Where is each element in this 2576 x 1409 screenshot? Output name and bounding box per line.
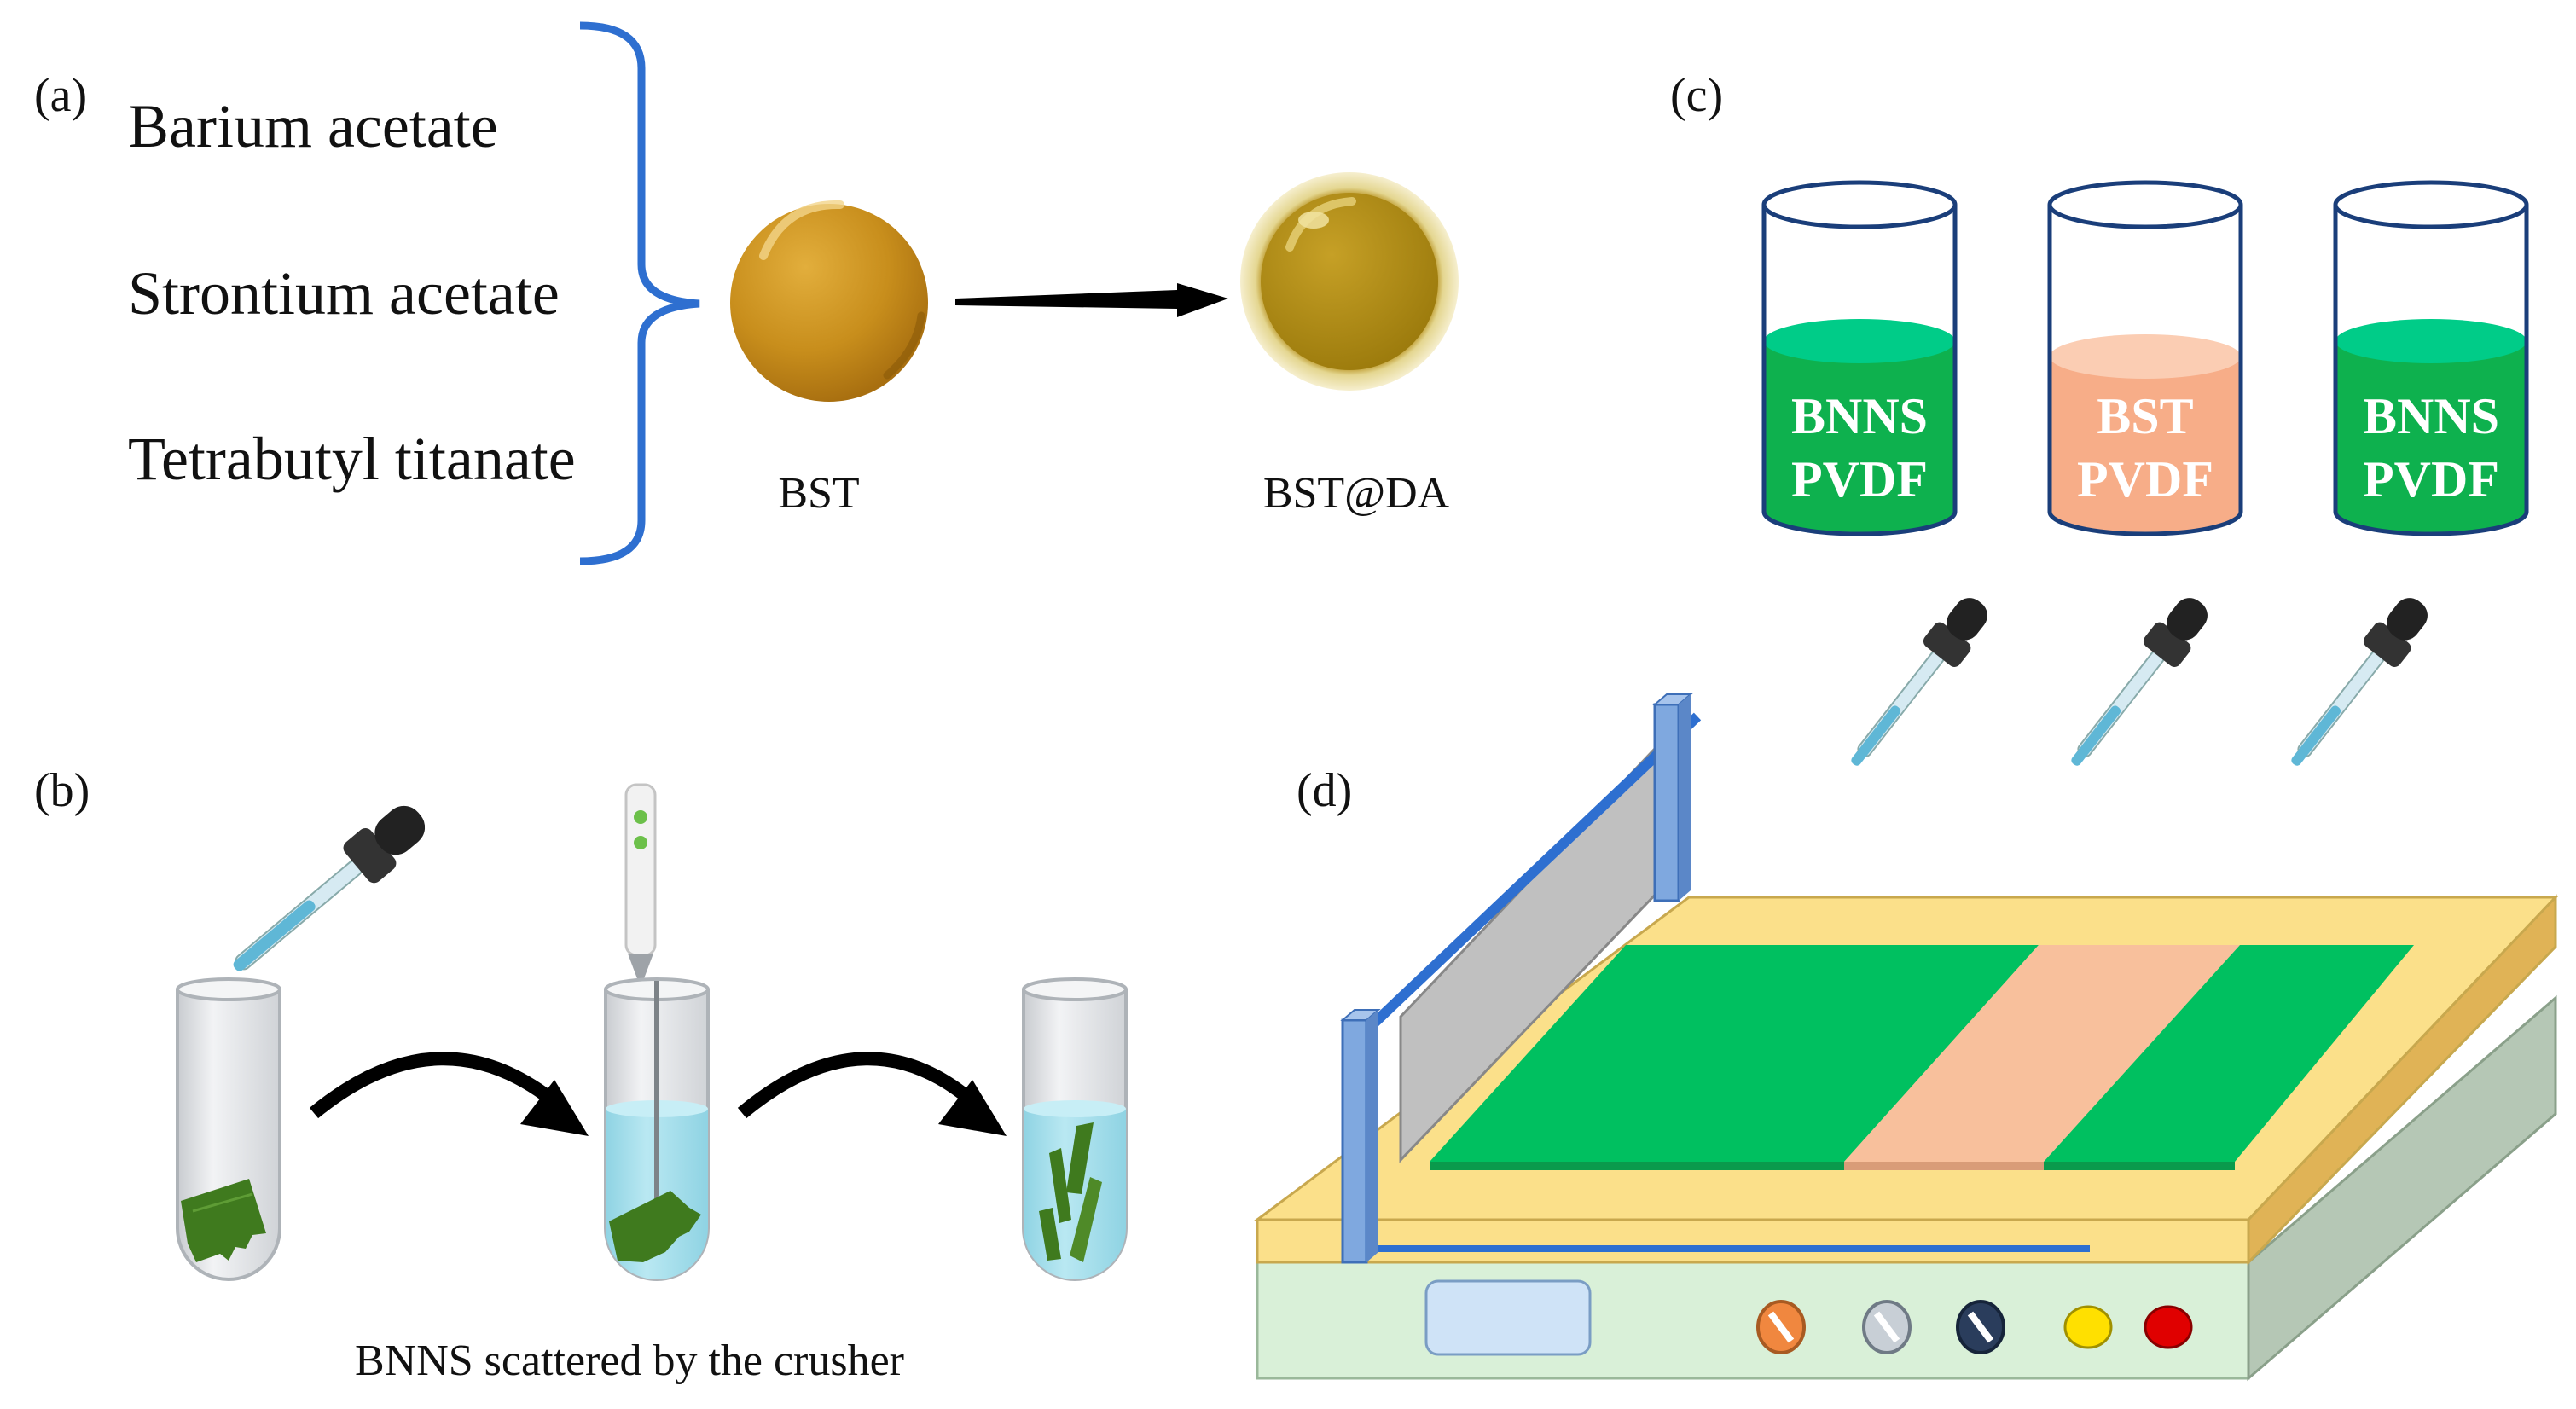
dropper-icon: [233, 805, 426, 971]
beaker-2-line2: PVDF: [2077, 451, 2213, 507]
film-edge-middle: [1844, 1162, 2044, 1170]
bnns-flake: [181, 1179, 266, 1262]
panel-d: (d): [1253, 693, 2559, 1382]
panel-a: (a) Barium acetate Strontium acetate Tet…: [34, 21, 1459, 565]
test-tube-3: [1022, 977, 1128, 1281]
dropper-icon: [2071, 598, 2208, 766]
knob-gray-icon[interactable]: [1862, 1300, 1912, 1354]
bnns-fragment: [1049, 1148, 1071, 1223]
dropper-icon: [2291, 598, 2428, 766]
panel-d-label: (d): [1297, 764, 1352, 817]
arrow-2-head: [938, 1080, 1007, 1136]
reagent-barium-acetate: Barium acetate: [128, 92, 498, 160]
coater-base-side: [2247, 994, 2557, 1382]
panel-b: (b): [34, 764, 1128, 1385]
panel-b-caption: BNNS scattered by the crusher: [355, 1337, 904, 1385]
beaker-1-line2: PVDF: [1791, 451, 1928, 507]
arrow-1-head: [520, 1080, 589, 1136]
film-edge-right: [2044, 1162, 2235, 1170]
bstda-label: BST@DA: [1263, 469, 1450, 518]
film-edge-left: [1430, 1162, 1844, 1170]
yellow-button[interactable]: [2063, 1305, 2113, 1349]
reagent-tetrabutyl-titanate: Tetrabutyl titanate: [128, 425, 576, 493]
coater-table-front: [1256, 1218, 2250, 1264]
bnns-fragment: [1066, 1122, 1094, 1194]
test-tube-1: [176, 977, 281, 1281]
bstda-particle: [1240, 172, 1459, 391]
reagent-strontium-acetate: Strontium acetate: [128, 259, 560, 328]
red-button[interactable]: [2144, 1305, 2193, 1349]
dropper-icon: [1851, 598, 1987, 766]
bst-label: BST: [778, 469, 859, 518]
bst-particle: [730, 200, 928, 402]
bnns-fragment: [1039, 1208, 1061, 1261]
beaker-2-line1: BST: [2097, 388, 2193, 444]
beaker-3-line1: BNNS: [2363, 388, 2499, 444]
film-bnns-right: [2044, 945, 2414, 1162]
post-back: [1652, 693, 1693, 902]
arrow-bst-to-bstda: [955, 283, 1228, 317]
bnns-flake: [609, 1191, 701, 1262]
panel-c-label: (c): [1670, 69, 1723, 122]
panel-c: (c) BNNS PVDF BST PVDF BNNS PVDF: [1670, 69, 2529, 766]
post-front: [1340, 1009, 1381, 1264]
scraper-arm: [1361, 712, 1702, 1036]
panel-b-label: (b): [34, 764, 90, 817]
knob-orange-icon[interactable]: [1756, 1300, 1806, 1354]
test-tube-2: [604, 977, 710, 1281]
knob-navy-icon[interactable]: [1956, 1300, 2005, 1354]
beaker-bnns-pvdf-2: BNNS PVDF: [2333, 180, 2529, 536]
coater-table-side: [2247, 894, 2557, 1266]
film-bst-middle: [1844, 945, 2240, 1162]
film-bnns-left: [1430, 945, 2039, 1162]
panel-a-label: (a): [34, 69, 87, 122]
beaker-bst-pvdf: BST PVDF: [2047, 180, 2243, 536]
guide-rail: [1373, 1245, 2090, 1252]
beaker-1-line1: BNNS: [1791, 388, 1928, 444]
curly-bracket: [579, 21, 700, 565]
bnns-fragment: [1070, 1177, 1102, 1262]
arrow-1: [309, 1052, 568, 1119]
beaker-3-line2: PVDF: [2363, 451, 2499, 507]
beaker-bnns-pvdf-1: BNNS PVDF: [1761, 180, 1958, 536]
arrow-2: [737, 1052, 986, 1119]
display-screen: [1424, 1279, 1592, 1356]
